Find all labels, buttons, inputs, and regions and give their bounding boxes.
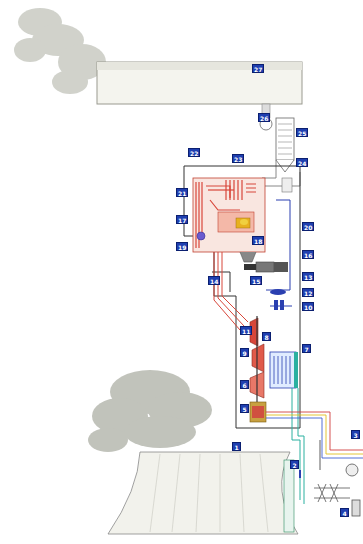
callout-number: 14 <box>208 276 220 285</box>
callout-number: 19 <box>176 242 188 251</box>
callout-number: 11 <box>240 326 252 335</box>
callout-number: 1 <box>232 442 241 451</box>
flue-stack <box>97 62 302 104</box>
callout-number: 22 <box>188 148 200 157</box>
precipitator <box>276 118 294 160</box>
callout-number: 10 <box>302 302 314 311</box>
callout-number: 13 <box>302 272 314 281</box>
callout-number: 27 <box>252 64 264 73</box>
callout-number: 25 <box>296 128 308 137</box>
condenser <box>270 352 296 388</box>
callout-number: 4 <box>340 508 349 517</box>
callout-number: 26 <box>258 113 270 122</box>
steam-cloud <box>88 370 212 452</box>
callout-number: 6 <box>240 380 249 389</box>
deaerator <box>270 289 286 295</box>
callout-number: 8 <box>262 332 271 341</box>
callout-number: 2 <box>290 460 299 469</box>
callout-number: 12 <box>302 288 314 297</box>
callout-number: 9 <box>240 348 249 357</box>
callout-number: 18 <box>252 236 264 245</box>
callout-number: 20 <box>302 222 314 231</box>
generator <box>250 402 266 422</box>
callout-number: 3 <box>351 430 360 439</box>
callout-number: 17 <box>176 215 188 224</box>
callout-number: 23 <box>232 154 244 163</box>
pulverizer <box>256 262 274 272</box>
smoke <box>14 8 106 94</box>
callout-number: 15 <box>250 276 262 285</box>
switchgear <box>314 464 360 516</box>
callout-number: 24 <box>296 158 308 167</box>
callout-number: 5 <box>240 404 249 413</box>
callout-number: 16 <box>302 250 314 259</box>
building-outline <box>184 166 300 428</box>
callout-number: 21 <box>176 188 188 197</box>
boiler <box>193 178 265 262</box>
cooling-tower <box>108 452 298 534</box>
callout-number: 7 <box>302 344 311 353</box>
